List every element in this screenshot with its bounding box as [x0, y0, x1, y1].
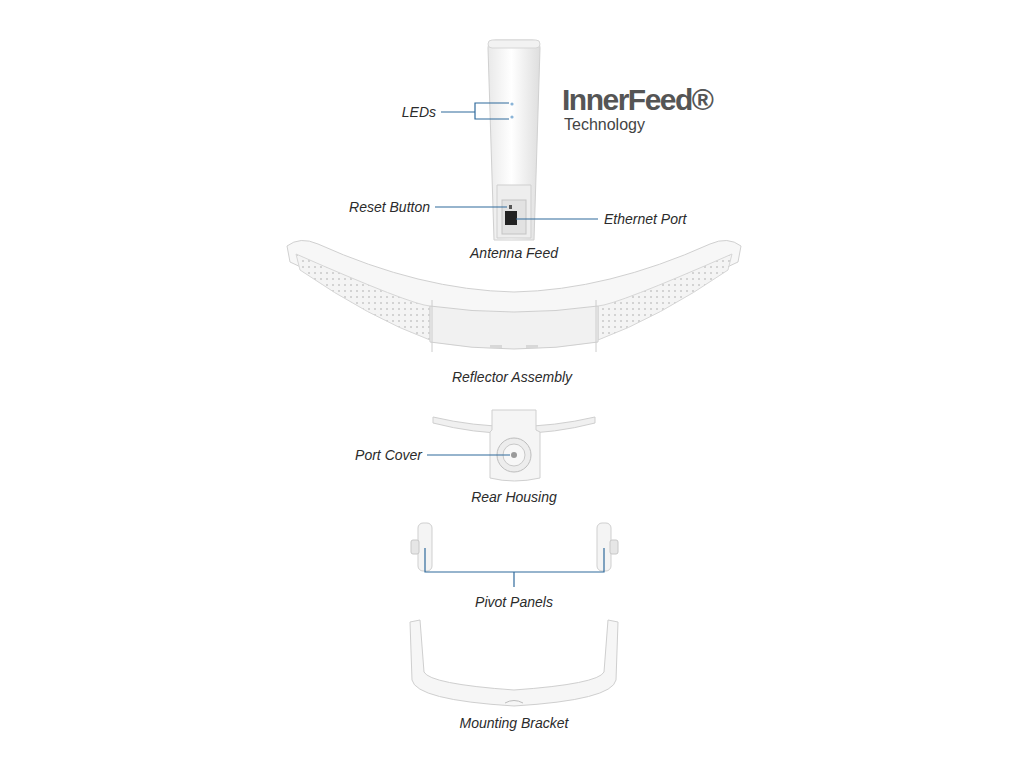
part-label: Mounting Bracket	[460, 715, 569, 732]
part-label: Port Cover	[355, 447, 422, 464]
part-label: Reset Button	[349, 199, 430, 216]
pivot-panels	[411, 523, 618, 571]
part-label: Pivot Panels	[475, 594, 553, 611]
logo-subtitle: Technology	[564, 116, 645, 134]
part-label: LEDs	[402, 104, 436, 121]
leader-lines	[425, 103, 604, 587]
reflector-assembly	[287, 240, 741, 352]
logo-text: InnerFeed®	[562, 84, 712, 116]
part-label: Reflector Assembly	[452, 369, 572, 386]
mounting-bracket	[410, 620, 618, 706]
antenna-feed	[488, 40, 540, 240]
part-label: Rear Housing	[471, 489, 557, 506]
rear-housing	[433, 410, 595, 481]
part-label: Antenna Feed	[470, 245, 558, 262]
part-label: Ethernet Port	[604, 211, 687, 228]
